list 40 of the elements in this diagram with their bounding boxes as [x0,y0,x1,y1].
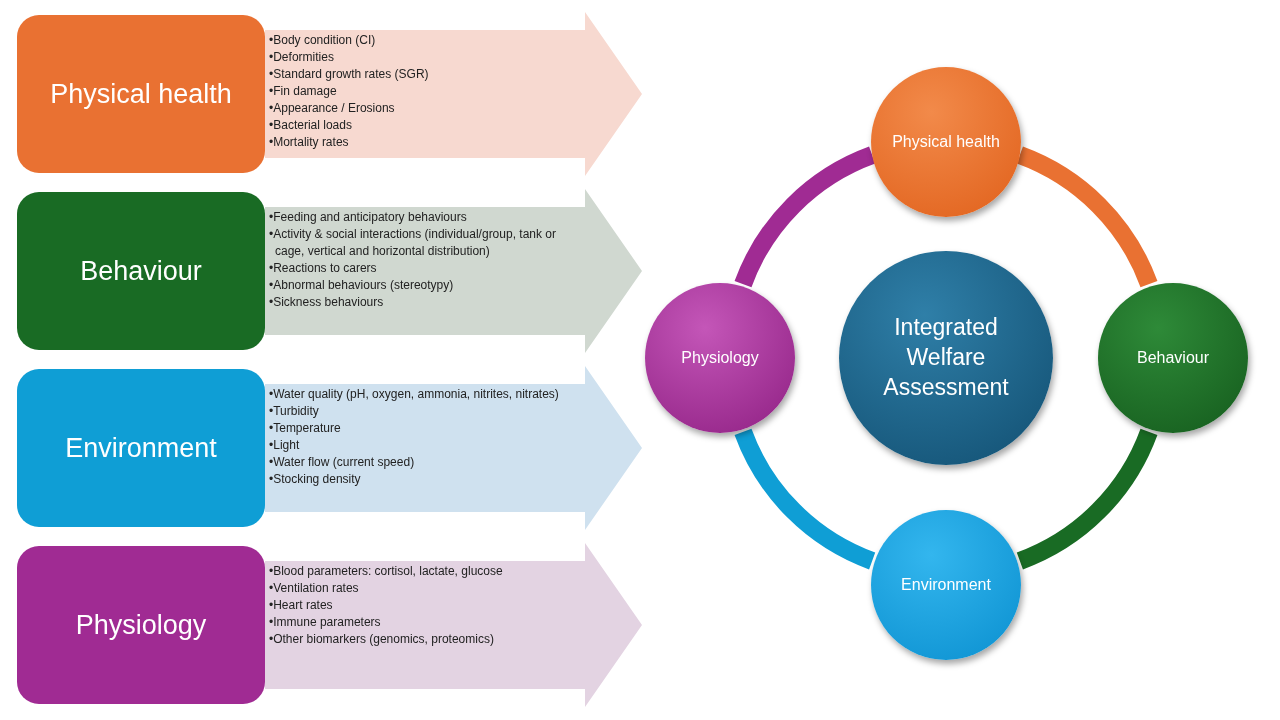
bullet-item: •Mortality rates [269,134,350,151]
arrow-panel [265,366,642,530]
circle-node: Physical health [871,67,1021,217]
category-box: Physiology [17,546,265,704]
arrow-panel [265,189,642,353]
bullet-item: •Water flow (current speed) [269,454,416,471]
bullet-item: •Blood parameters: cortisol, lactate, glucose [269,563,504,580]
bullet-item: •Activity & social interactions (individual/group, tank or cage, vertical and horizontal distribution) [269,226,557,260]
bullet-item: •Deformities [269,49,335,66]
circle-node: Integrated Welfare Assessment [839,251,1053,465]
bullet-item: •Bacterial loads [269,117,353,134]
bullet-item: •Sickness behaviours [269,294,385,311]
bullet-item: •Light [269,437,301,454]
ring-arc [734,428,876,570]
ring-arc [734,146,876,288]
bullet-item: •Standard growth rates (SGR) [269,66,430,83]
category-box: Behaviour [17,192,265,350]
circle-node: Physiology [645,283,795,433]
ring-arc [1016,428,1158,570]
circle-node: Behaviour [1098,283,1248,433]
bullet-item: •Temperature [269,420,342,437]
bullet-item: •Water quality (pH, oxygen, ammonia, nitrites, nitrates) [269,386,559,403]
ring-arc [1016,146,1158,288]
bullet-item: •Feeding and anticipatory behaviours [269,209,468,226]
bullet-item: •Reactions to carers [269,260,378,277]
arrow-panel [265,543,642,707]
category-box: Environment [17,369,265,527]
bullet-item: •Immune parameters [269,614,382,631]
bullet-item: •Abnormal behaviours (stereotypy) [269,277,455,294]
bullet-item: •Stocking density [269,471,362,488]
category-box: Physical health [17,15,265,173]
bullet-item: •Appearance / Erosions [269,100,396,117]
bullet-item: •Body condition (CI) [269,32,377,49]
arrow-panel [265,12,642,176]
bullet-item: •Heart rates [269,597,334,614]
bullet-item: •Fin damage [269,83,338,100]
bullet-item: •Turbidity [269,403,320,420]
bullet-item: •Other biomarkers (genomics, proteomics) [269,631,495,648]
bullet-item: •Ventilation rates [269,580,360,597]
circle-node: Environment [871,510,1021,660]
